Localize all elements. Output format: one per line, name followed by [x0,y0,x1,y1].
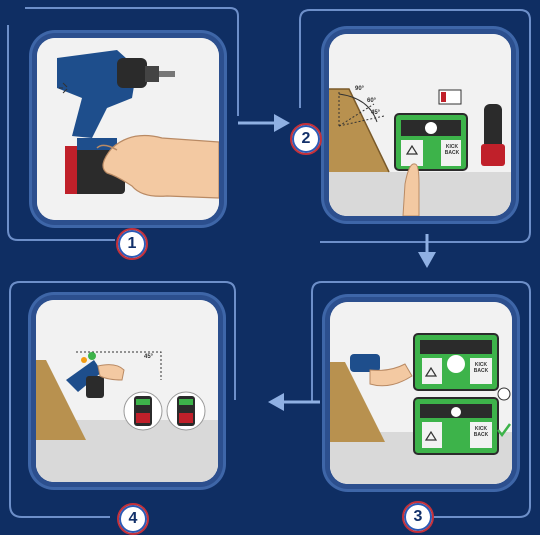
angle-label-90: 90° [355,86,364,92]
angle-label-45: 45° [144,354,153,360]
kickback-button-label-top: KICK BACK [471,362,491,374]
step-4-panel: 45° [36,300,218,482]
step-1-panel [37,38,219,220]
drill-illustration [37,38,219,220]
step-4-number: 4 [117,503,149,535]
arrow-right-icon [236,108,296,138]
angle-label-45: 45° [371,110,380,116]
angle-drilling-illustration [36,300,218,482]
angle-setup-illustration [329,34,511,216]
angle-label-60: 60° [367,98,376,104]
kickback-activation-illustration [330,302,512,484]
step-2-panel: 90° 60° 45° KICK BACK [329,34,511,216]
arrow-left-icon [262,387,322,417]
kickback-button-label: KICK BACK [443,144,461,156]
kickback-button-label-bottom: KICK BACK [471,426,491,438]
step-3-panel: KICK BACK KICK BACK [330,302,512,484]
step-1-number: 1 [116,228,148,260]
step-3-number: 3 [402,501,434,533]
arrow-down-icon [412,232,442,272]
